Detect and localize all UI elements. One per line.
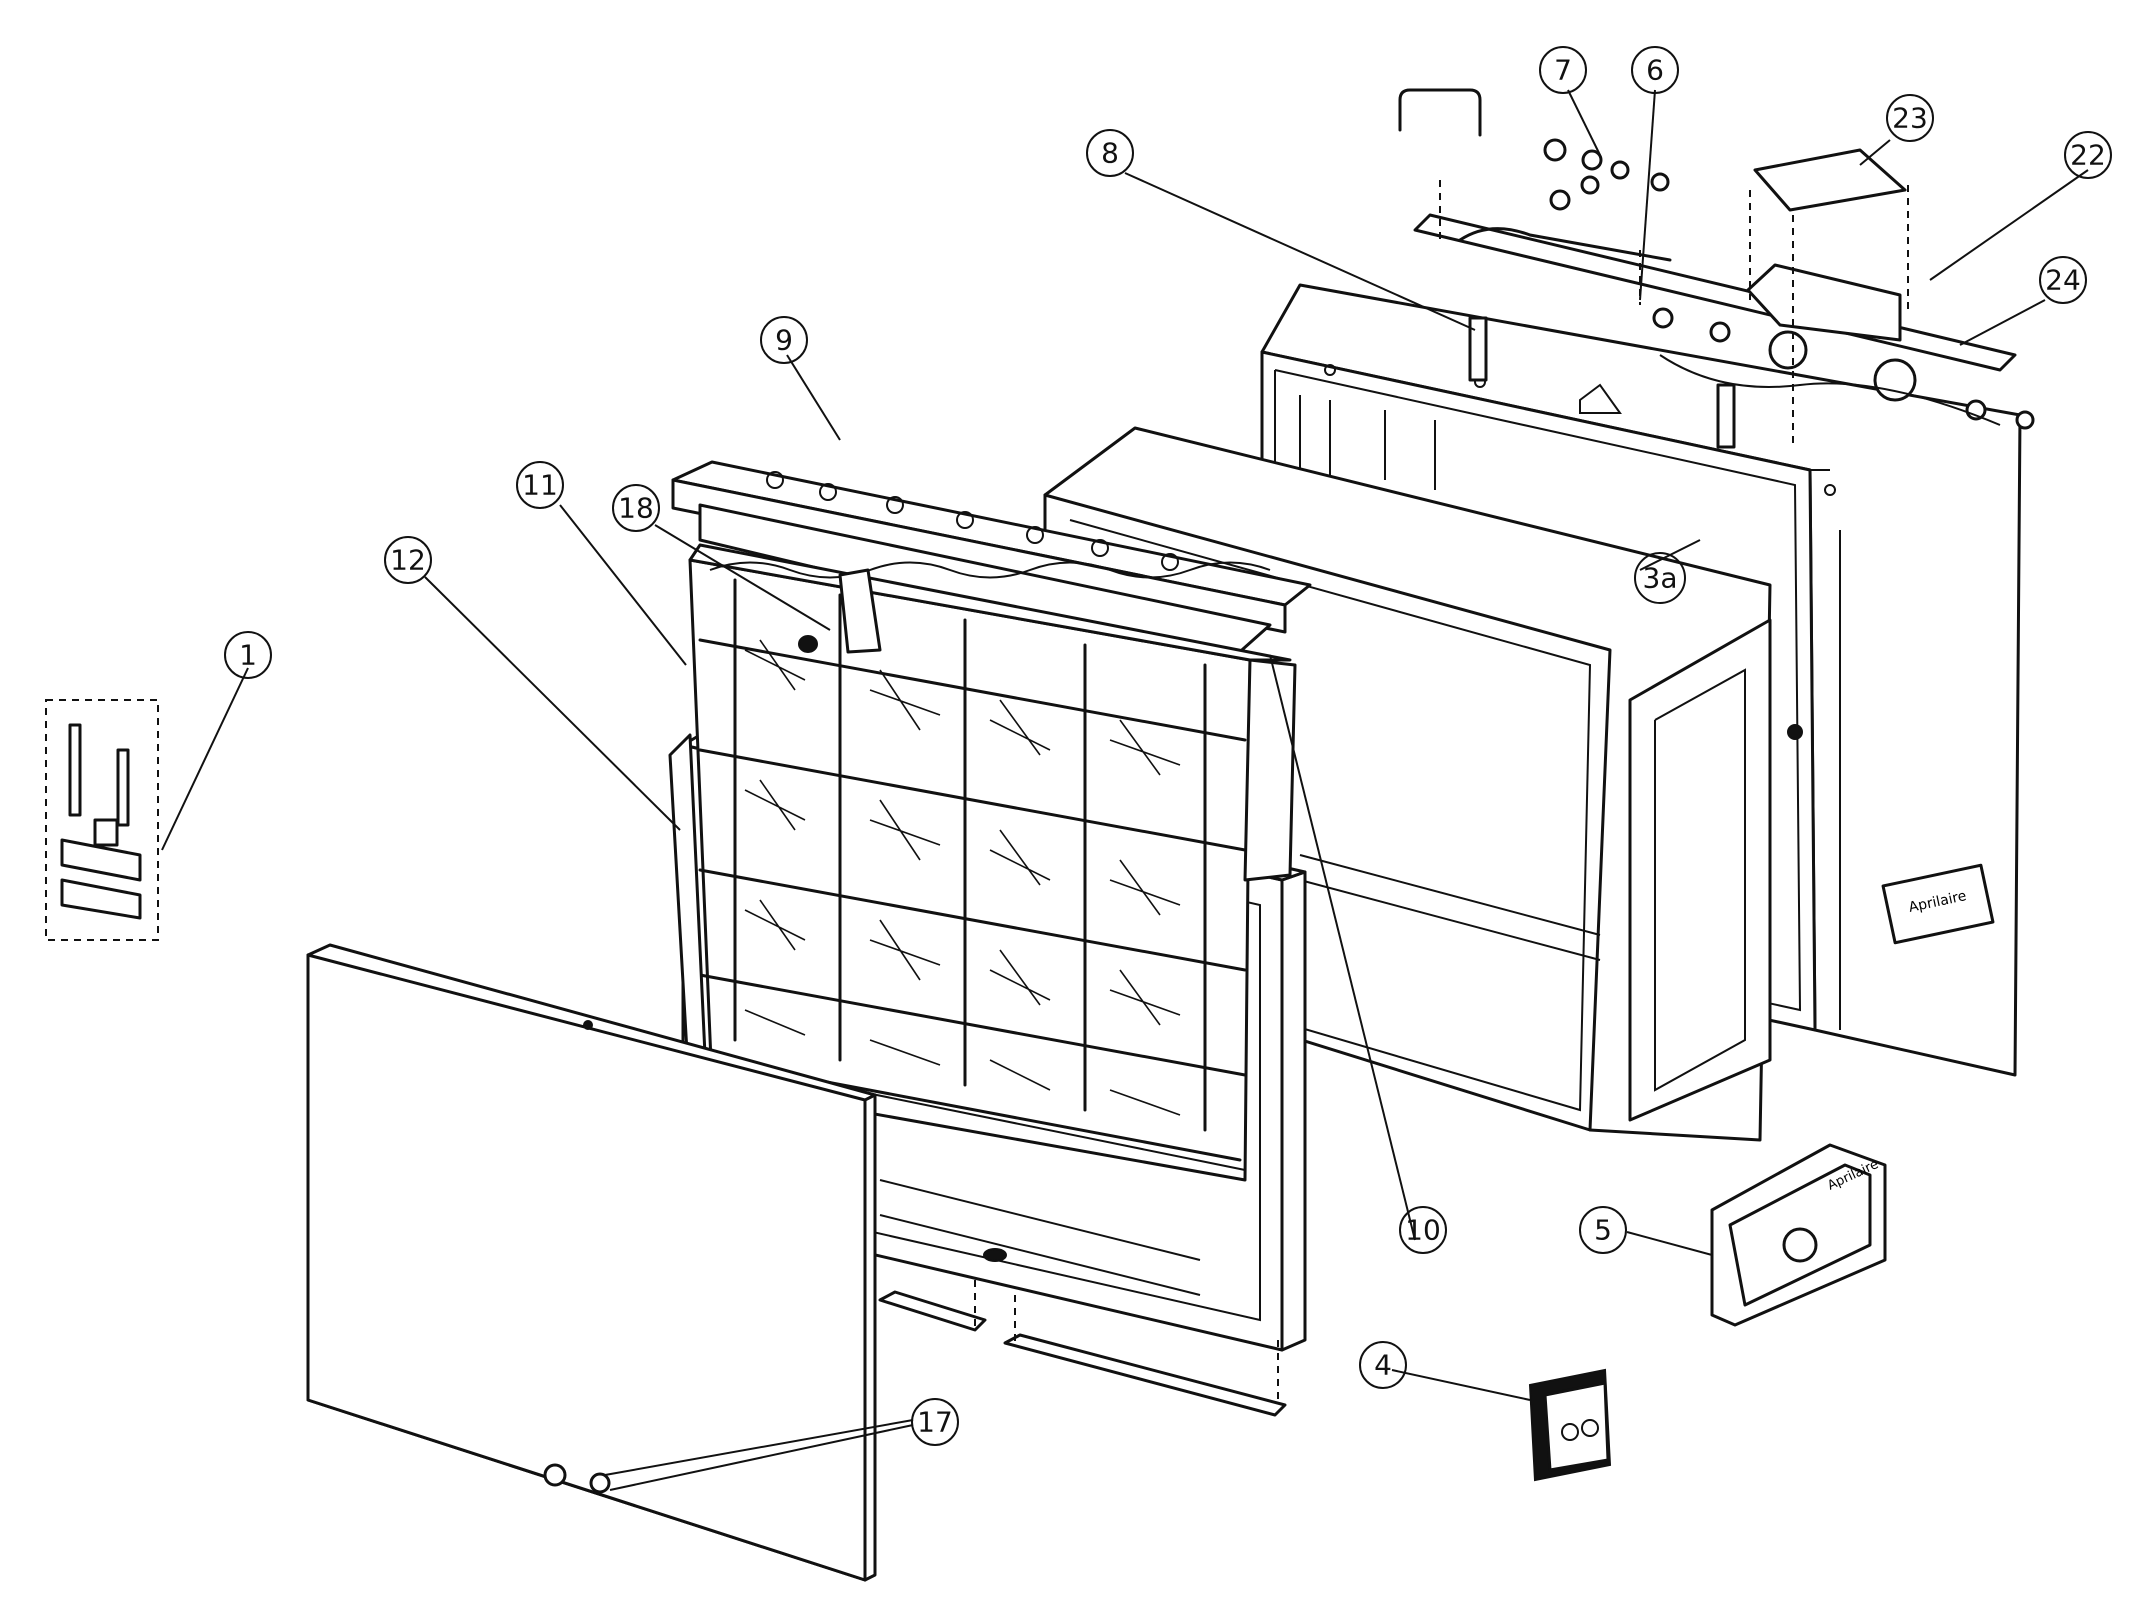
callout-10: 10 (1399, 1206, 1447, 1254)
callout-18-label: 18 (618, 492, 654, 525)
evaporator-pad (688, 543, 1297, 1182)
control-cover: Aprilaire (1710, 1143, 1887, 1327)
callout-24-label: 24 (2045, 264, 2081, 297)
callout-22: 22 (2064, 131, 2112, 179)
valve-assembly (1398, 88, 2035, 449)
callout-8: 8 (1086, 129, 1134, 177)
callout-22-label: 22 (2070, 139, 2106, 172)
base-channels (878, 1280, 1287, 1417)
callout-7: 7 (1539, 46, 1587, 94)
callout-10-label: 10 (1405, 1214, 1441, 1247)
callout-5: 5 (1579, 1206, 1627, 1254)
callout-11-label: 11 (522, 469, 558, 502)
callout-18: 18 (612, 484, 660, 532)
callout-6: 6 (1631, 46, 1679, 94)
bracket-kit (45, 699, 159, 941)
callout-5-label: 5 (1594, 1214, 1612, 1247)
callout-6-label: 6 (1646, 54, 1664, 87)
callout-23-label: 23 (1892, 102, 1928, 135)
humidistat-control (1528, 1368, 1612, 1482)
callout-9-label: 9 (775, 324, 793, 357)
callout-4-label: 4 (1374, 1349, 1392, 1382)
callout-3a-label: 3a (1643, 562, 1678, 595)
front-door (306, 943, 877, 1582)
callout-1-label: 1 (239, 639, 257, 672)
callout-12: 12 (384, 536, 432, 584)
callout-17: 17 (911, 1398, 959, 1446)
callout-1: 1 (224, 631, 272, 679)
callout-11: 11 (516, 461, 564, 509)
distribution-tray (671, 460, 1312, 667)
callout-8-label: 8 (1101, 137, 1119, 170)
callout-12-label: 12 (390, 544, 426, 577)
callout-17-label: 17 (917, 1406, 953, 1439)
callouts: 1 3a 4 5 6 7 8 9 (224, 46, 2112, 1446)
callout-7-label: 7 (1554, 54, 1572, 87)
callout-9: 9 (760, 316, 808, 364)
callout-23: 23 (1886, 94, 1934, 142)
callout-3a: 3a (1634, 552, 1686, 604)
callout-24: 24 (2039, 256, 2087, 304)
callout-4: 4 (1359, 1341, 1407, 1389)
